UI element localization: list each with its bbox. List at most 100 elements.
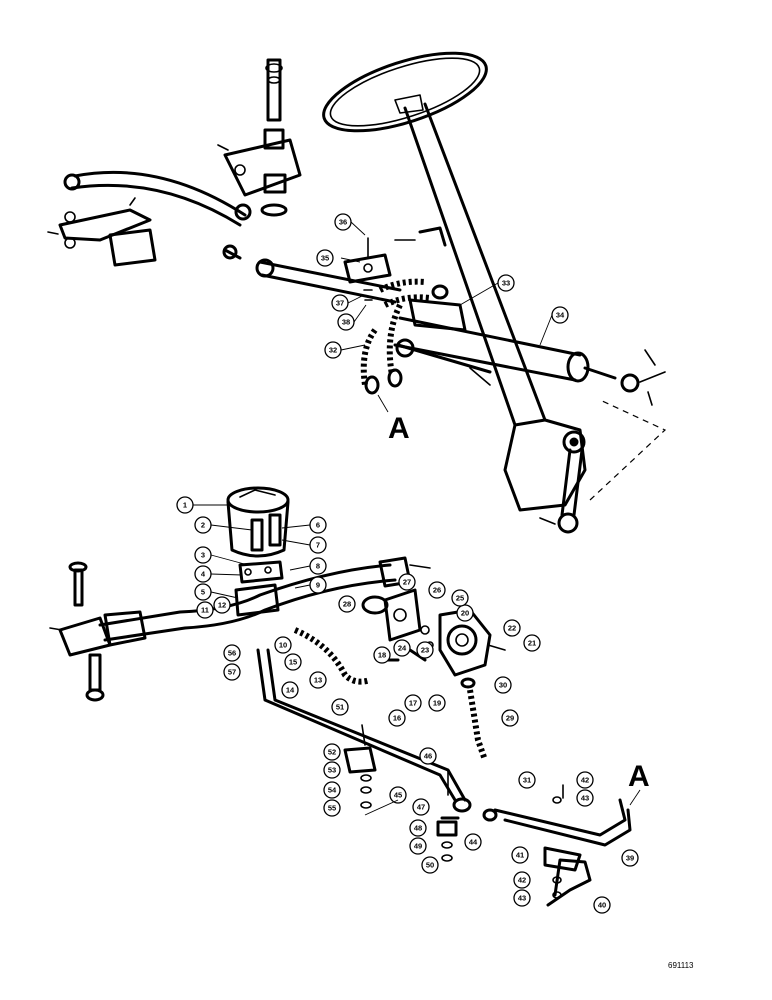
- svg-text:52: 52: [328, 748, 336, 757]
- hydraulic-pump: [438, 608, 506, 677]
- callout-54: 54: [323, 781, 341, 799]
- svg-text:41: 41: [516, 851, 524, 860]
- callout-44: 44: [464, 833, 482, 851]
- callout-55: 55: [323, 799, 341, 817]
- svg-text:20: 20: [461, 609, 469, 618]
- svg-text:5: 5: [201, 588, 205, 597]
- callout-12: 12: [213, 596, 231, 614]
- callout-22: 22: [503, 619, 521, 637]
- callout-47: 47: [412, 798, 430, 816]
- callout-53: 53: [323, 761, 341, 779]
- section-mark-bottom: A: [628, 760, 650, 793]
- callout-29: 29: [501, 709, 519, 727]
- svg-text:4: 4: [201, 570, 206, 579]
- svg-text:25: 25: [456, 594, 464, 603]
- svg-text:22: 22: [508, 624, 516, 633]
- spindle-arm: [47, 197, 157, 267]
- steel-line-31-39: [493, 798, 632, 847]
- elbow-fitting: [394, 226, 447, 247]
- steering-gearbox: [503, 418, 587, 534]
- svg-text:49: 49: [414, 842, 422, 851]
- callout-46: 46: [419, 747, 437, 765]
- svg-text:15: 15: [289, 658, 297, 667]
- clamp-hardware-lower: [343, 724, 458, 862]
- callout-42a: 42: [576, 771, 594, 789]
- svg-text:51: 51: [336, 703, 344, 712]
- svg-text:55: 55: [328, 804, 336, 813]
- svg-text:37: 37: [336, 299, 344, 308]
- callout-48: 48: [409, 819, 427, 837]
- callout-52: 52: [323, 743, 341, 761]
- callout-7: 7: [309, 536, 327, 554]
- svg-text:13: 13: [314, 676, 322, 685]
- section-marks: A A: [377, 394, 650, 806]
- svg-text:54: 54: [328, 786, 337, 795]
- svg-text:38: 38: [342, 318, 350, 327]
- callout-3: 3: [194, 546, 212, 564]
- svg-text:24: 24: [398, 644, 407, 653]
- callout-15: 15: [284, 653, 302, 671]
- callout-50: 50: [421, 856, 439, 874]
- svg-text:40: 40: [598, 901, 606, 910]
- callout-41: 41: [511, 846, 529, 864]
- callout-31: 31: [518, 771, 536, 789]
- svg-text:26: 26: [433, 586, 441, 595]
- svg-text:42: 42: [581, 776, 589, 785]
- fittings-44-47: [440, 797, 498, 822]
- svg-text:1: 1: [183, 501, 187, 510]
- svg-text:12: 12: [218, 601, 226, 610]
- svg-text:30: 30: [499, 681, 507, 690]
- svg-text:43: 43: [518, 894, 526, 903]
- svg-text:43: 43: [581, 794, 589, 803]
- callout-43a: 43: [576, 789, 594, 807]
- callout-34: 34: [551, 306, 569, 324]
- svg-text:29: 29: [506, 714, 514, 723]
- hose-clamp-35: [343, 237, 392, 301]
- callout-13: 13: [309, 671, 327, 689]
- hydraulic-hoses-upper: [360, 278, 449, 395]
- svg-text:28: 28: [343, 600, 351, 609]
- bolt-left: [68, 561, 105, 702]
- kingpin-assembly: [217, 58, 302, 217]
- svg-text:6: 6: [316, 521, 320, 530]
- svg-text:46: 46: [424, 752, 432, 761]
- callout-42b: 42: [513, 871, 531, 889]
- callout-11: 11: [196, 601, 214, 619]
- svg-text:21: 21: [528, 639, 536, 648]
- callout-28: 28: [338, 595, 356, 613]
- svg-text:19: 19: [433, 699, 441, 708]
- callout-56: 56: [223, 644, 241, 662]
- callout-17: 17: [404, 694, 422, 712]
- callout-20: 20: [456, 604, 474, 622]
- axle-yoke-left: [49, 610, 147, 657]
- svg-text:44: 44: [469, 838, 478, 847]
- callout-35: 35: [316, 249, 334, 267]
- callout-16: 16: [388, 709, 406, 727]
- callout-40: 40: [593, 896, 611, 914]
- svg-text:8: 8: [316, 562, 320, 571]
- steering-column: [403, 102, 547, 427]
- callout-25: 25: [451, 589, 469, 607]
- leader-lines: [193, 221, 553, 816]
- callout-9: 9: [309, 576, 327, 594]
- svg-text:34: 34: [556, 311, 565, 320]
- callout-30: 30: [494, 676, 512, 694]
- svg-text:3: 3: [201, 551, 205, 560]
- reference-code: 691113: [668, 961, 694, 970]
- svg-text:11: 11: [201, 606, 209, 615]
- svg-text:57: 57: [228, 668, 236, 677]
- svg-text:50: 50: [426, 861, 434, 870]
- callout-57: 57: [223, 663, 241, 681]
- svg-text:7: 7: [316, 541, 320, 550]
- callout-23: 23: [416, 641, 434, 659]
- svg-text:31: 31: [523, 776, 531, 785]
- callout-45: 45: [389, 786, 407, 804]
- svg-text:45: 45: [394, 791, 402, 800]
- svg-text:47: 47: [417, 803, 425, 812]
- pump-mounting-plate: [361, 588, 422, 642]
- tie-rod: [258, 260, 492, 386]
- svg-text:42: 42: [518, 876, 526, 885]
- callout-26: 26: [428, 581, 446, 599]
- svg-text:32: 32: [329, 346, 337, 355]
